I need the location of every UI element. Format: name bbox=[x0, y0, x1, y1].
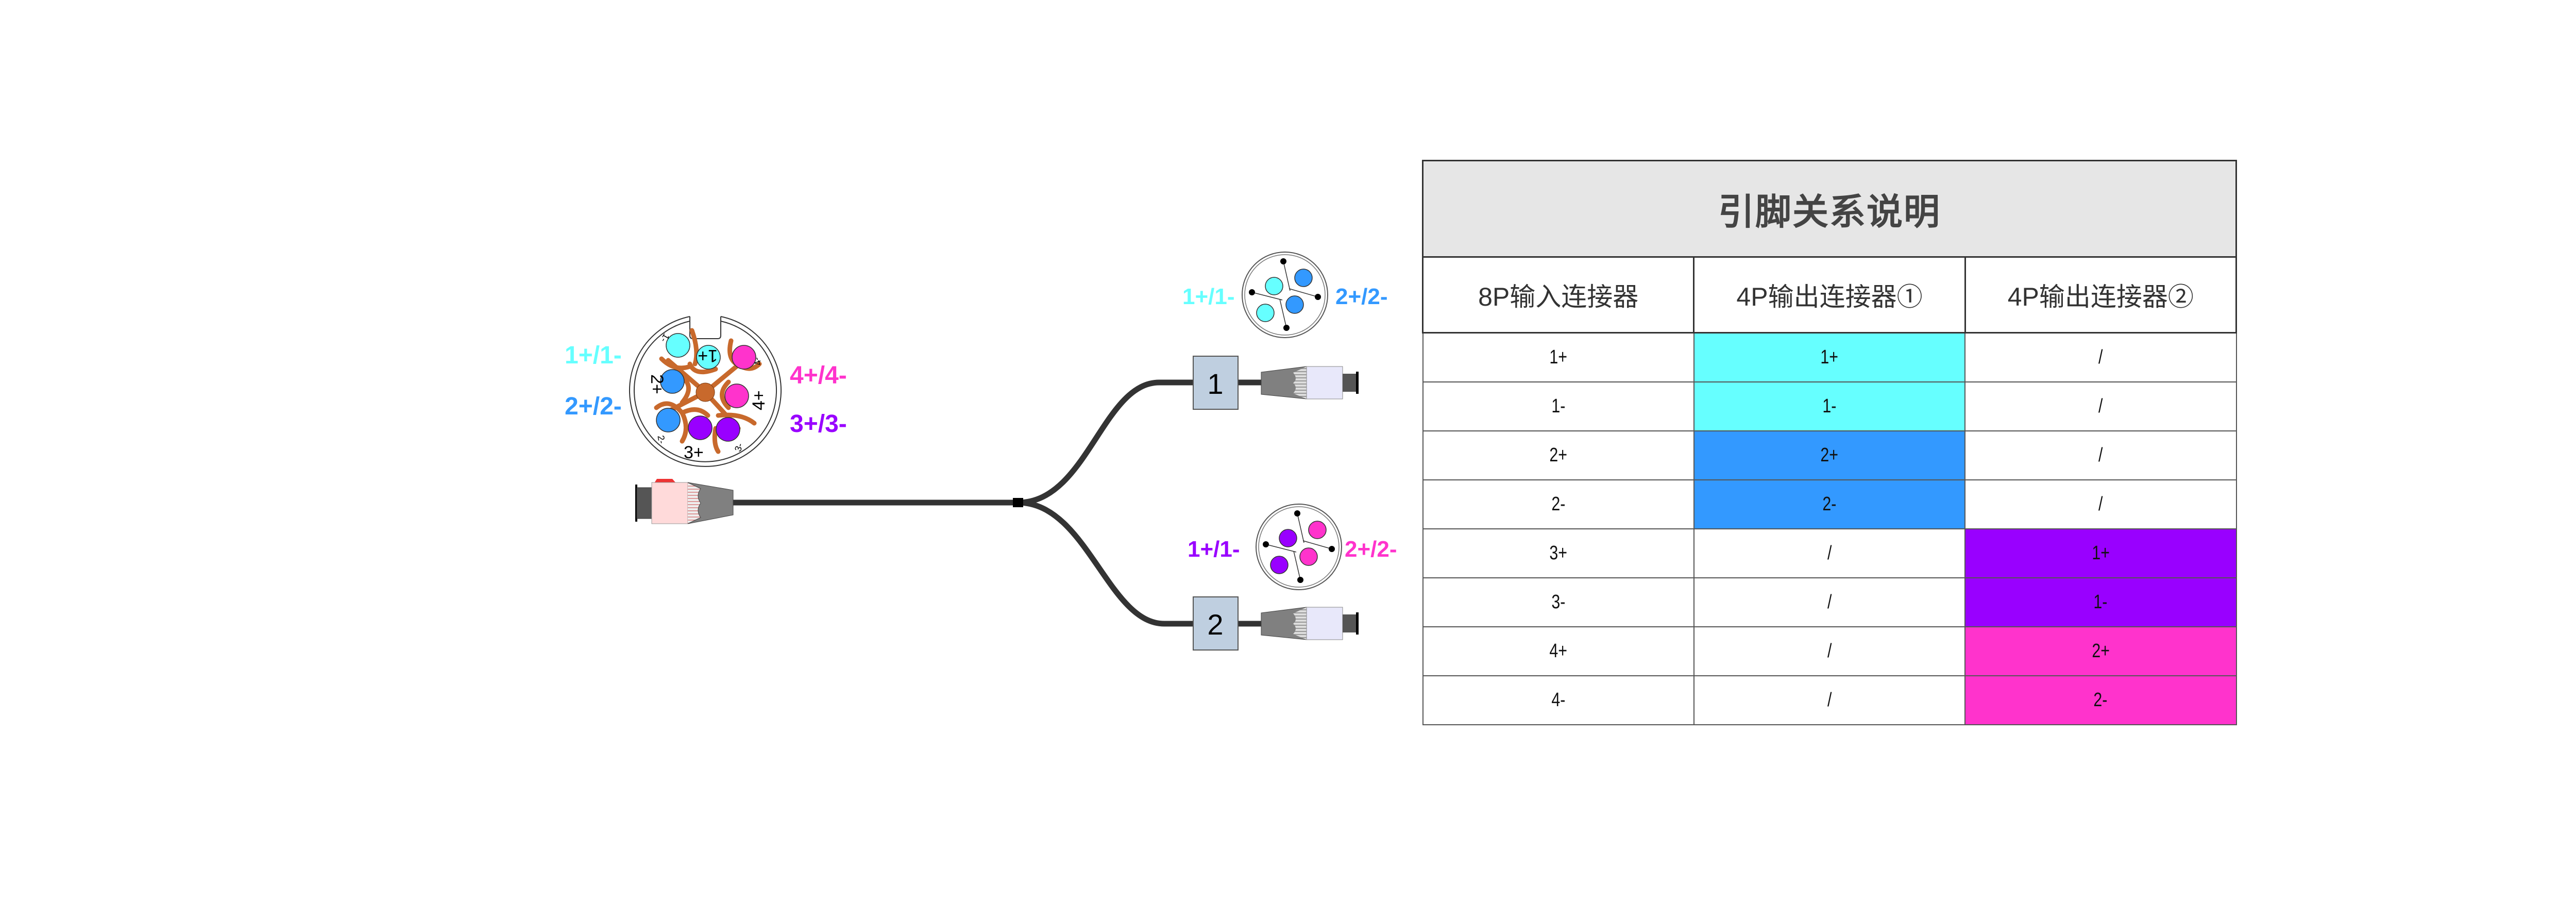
table-body: 1+ 1+ / 1- 1- / 2+ 2+ / 2- 2- / 3+ / 1+ 3- / 1- 4+ / 2+ 4- / 2- bbox=[1422, 332, 2237, 725]
cell-text: / bbox=[2098, 444, 2103, 466]
branch-label-2: 2 bbox=[1207, 608, 1223, 641]
pin-4minus bbox=[732, 345, 756, 370]
table-row: 4- / 2- bbox=[1422, 675, 2237, 725]
pin-mark: 2- bbox=[655, 435, 667, 444]
table-cell: 1- bbox=[1693, 381, 1966, 431]
input-label-pair4: 4+/4- bbox=[790, 362, 847, 389]
cell-text: 1+ bbox=[1549, 346, 1567, 368]
table-cell: 2+ bbox=[1693, 430, 1966, 480]
table-cell: 3- bbox=[1422, 577, 1694, 627]
pin-2minus bbox=[656, 408, 681, 432]
cell-text: 2+ bbox=[1549, 444, 1567, 466]
output2-label-right: 2+/2- bbox=[1345, 537, 1397, 562]
branch-label-1: 1 bbox=[1207, 368, 1223, 400]
cell-text: / bbox=[1827, 542, 1832, 564]
cell-text: 1- bbox=[1551, 395, 1566, 417]
pin-2plus bbox=[660, 369, 685, 394]
table-cell: / bbox=[1964, 332, 2237, 382]
pin-1plus bbox=[666, 333, 690, 358]
output-plug-2 bbox=[1261, 607, 1359, 640]
cell-text: 2+ bbox=[2091, 640, 2110, 662]
table-cell: 4+ bbox=[1422, 626, 1694, 676]
cell-text: 3- bbox=[1551, 591, 1566, 613]
table-cell: / bbox=[1693, 626, 1966, 676]
input-connector-face: 1+ 2+ 4+ 3+ 1- 2- 3- 4- bbox=[629, 316, 782, 467]
table-cell: 1+ bbox=[1693, 332, 1966, 382]
cell-text: 2- bbox=[1551, 493, 1566, 515]
header-4p-output-1: 4P输出连接器① bbox=[1693, 256, 1966, 334]
table-cell: / bbox=[1964, 479, 2237, 529]
input-label-pair2: 2+/2- bbox=[565, 393, 622, 420]
table-row: 2- 2- / bbox=[1422, 479, 2237, 529]
pin-mark: 3- bbox=[733, 442, 745, 453]
table-row: 3- / 1- bbox=[1422, 577, 2237, 627]
pin-1minus bbox=[696, 345, 721, 370]
table-title: 引脚关系说明 bbox=[1422, 160, 2237, 258]
output-branch-1: 1 bbox=[1193, 356, 1359, 410]
cable bbox=[732, 379, 1262, 627]
cell-text: / bbox=[2098, 395, 2103, 417]
cell-text: 2- bbox=[1822, 493, 1837, 515]
output2-label-left: 1+/1- bbox=[1188, 537, 1240, 562]
table-cell: 1+ bbox=[1422, 332, 1694, 382]
branch-label-box-2 bbox=[1193, 596, 1239, 651]
table-cell: 2- bbox=[1422, 479, 1694, 529]
pin-mark: 1+ bbox=[698, 346, 718, 365]
table-row: 4+ / 2+ bbox=[1422, 626, 2237, 676]
cell-text: 2+ bbox=[1820, 444, 1839, 466]
cell-text: / bbox=[1827, 591, 1832, 613]
cell-text: 1- bbox=[2093, 591, 2108, 613]
output-branch-2: 2 bbox=[1193, 596, 1359, 651]
pin-3minus bbox=[716, 417, 740, 442]
table-cell: 1+ bbox=[1964, 528, 2237, 578]
output-connector-face-2 bbox=[1256, 504, 1342, 590]
pin-3plus bbox=[688, 415, 713, 440]
cell-text: / bbox=[2098, 493, 2103, 515]
output1-label-left: 1+/1- bbox=[1182, 284, 1235, 309]
header-8p-input: 8P输入连接器 bbox=[1421, 256, 1695, 334]
pin-mark: 2+ bbox=[647, 374, 667, 394]
table-cell: / bbox=[1964, 430, 2237, 480]
table-cell: / bbox=[1693, 675, 1966, 725]
header-4p-output-2: 4P输出连接器② bbox=[1964, 256, 2238, 334]
table-row: 2+ 2+ / bbox=[1422, 430, 2237, 480]
input-label-pair3: 3+/3- bbox=[790, 410, 847, 438]
table-cell: 3+ bbox=[1422, 528, 1694, 578]
output-plug-1 bbox=[1261, 366, 1359, 399]
pin-4plus bbox=[724, 384, 749, 408]
table-cell: / bbox=[1693, 577, 1966, 627]
pin-mark: 4+ bbox=[749, 390, 769, 410]
table-cell: / bbox=[1693, 528, 1966, 578]
cell-text: 1- bbox=[1822, 395, 1837, 417]
pin-relation-table: 引脚关系说明 8P输入连接器 4P输出连接器① 4P输出连接器② 1+1+/1-… bbox=[1421, 160, 2238, 725]
cell-text: 4+ bbox=[1549, 640, 1567, 662]
table-cell: 2+ bbox=[1422, 430, 1694, 480]
table-row: 1- 1- / bbox=[1422, 381, 2237, 431]
table-cell: 4- bbox=[1422, 675, 1694, 725]
input-label-pair1: 1+/1- bbox=[565, 342, 622, 369]
cell-text: 3+ bbox=[1549, 542, 1567, 564]
output1-label-right: 2+/2- bbox=[1335, 284, 1388, 309]
table-row: 3+ / 1+ bbox=[1422, 528, 2237, 578]
table-cell: 1- bbox=[1422, 381, 1694, 431]
cell-text: 2- bbox=[2093, 689, 2108, 711]
table-cell: 2+ bbox=[1964, 626, 2237, 676]
cell-text: / bbox=[2098, 346, 2103, 368]
branch-label-box-1 bbox=[1193, 356, 1239, 410]
pin-mark: 3+ bbox=[684, 443, 704, 462]
input-plug bbox=[635, 479, 734, 524]
table-cell: 2- bbox=[1693, 479, 1966, 529]
table-cell: 2- bbox=[1964, 675, 2237, 725]
table-cell: 1- bbox=[1964, 577, 2237, 627]
output-connector-face-1 bbox=[1242, 252, 1328, 338]
cell-text: 4- bbox=[1551, 689, 1566, 711]
cell-text: / bbox=[1827, 640, 1832, 662]
cell-text: / bbox=[1827, 689, 1832, 711]
table-row: 1+ 1+ / bbox=[1422, 332, 2237, 382]
cell-text: 1+ bbox=[2091, 542, 2110, 564]
cell-text: 1+ bbox=[1820, 346, 1839, 368]
pin-mark: 4- bbox=[751, 356, 764, 367]
table-cell: / bbox=[1964, 381, 2237, 431]
split-junction bbox=[1013, 498, 1023, 507]
